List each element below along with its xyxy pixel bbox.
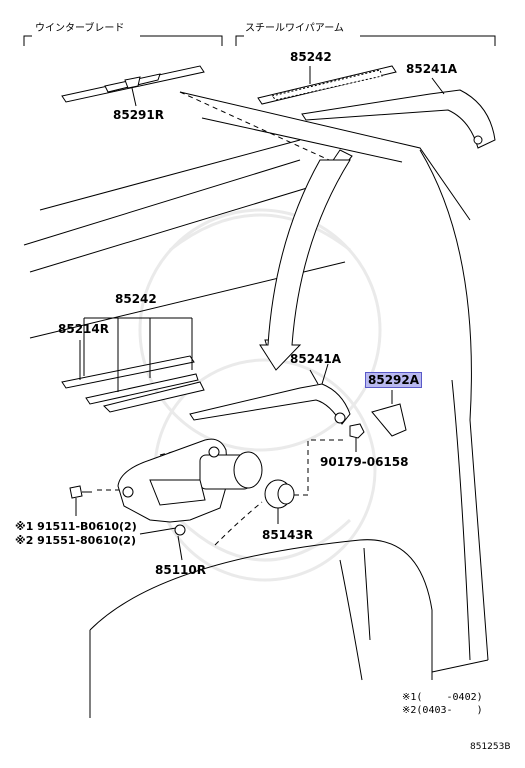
part-label-85241a-mid[interactable]: 85241A [290, 352, 342, 366]
bolt-drawing [69, 485, 92, 516]
nut-drawing [349, 423, 365, 452]
cover-drawing [371, 390, 407, 437]
part-label-bolt-2[interactable]: ※2 91551-80610(2) [15, 534, 136, 547]
mid-blade-drawing [61, 317, 205, 413]
upper-blade-drawing [257, 65, 397, 105]
winter-blade-drawing [61, 65, 205, 107]
part-label-85241a-upper[interactable]: 85241A [406, 62, 458, 76]
part-label-85242-mid[interactable]: 85242 [115, 292, 157, 306]
footnote-2: ※2(0403- ) [402, 705, 483, 716]
grommet-drawing [264, 479, 295, 524]
figure-id: 851253B [470, 742, 511, 752]
part-label-bolt-1[interactable]: ※1 91511-B0610(2) [15, 520, 137, 533]
part-label-85143r[interactable]: 85143R [262, 528, 313, 542]
part-label-85291r[interactable]: 85291R [113, 108, 164, 122]
part-label-85214r[interactable]: 85214R [58, 322, 109, 336]
section-label-wiper-blade: ウインターブレード [35, 23, 125, 34]
upper-arm-drawing [301, 77, 496, 149]
part-label-85292a[interactable]: 85292A [365, 372, 423, 388]
footnote-1: ※1( -0402) [402, 692, 483, 703]
part-label-90179-06158[interactable]: 90179-06158 [320, 455, 409, 469]
section-brackets [23, 35, 496, 46]
watermark-emblem [138, 208, 382, 582]
leader-lines [139, 363, 329, 561]
vehicle-body-outline [23, 91, 489, 718]
mid-arm-drawing [189, 369, 351, 425]
section-label-steel-wiper-arm: スチールワイパアーム [245, 23, 344, 34]
part-label-85242-upper[interactable]: 85242 [290, 50, 332, 64]
part-label-85110r[interactable]: 85110R [155, 563, 206, 577]
assembly-arrow-body [259, 159, 351, 371]
motor-drawing [117, 438, 263, 536]
